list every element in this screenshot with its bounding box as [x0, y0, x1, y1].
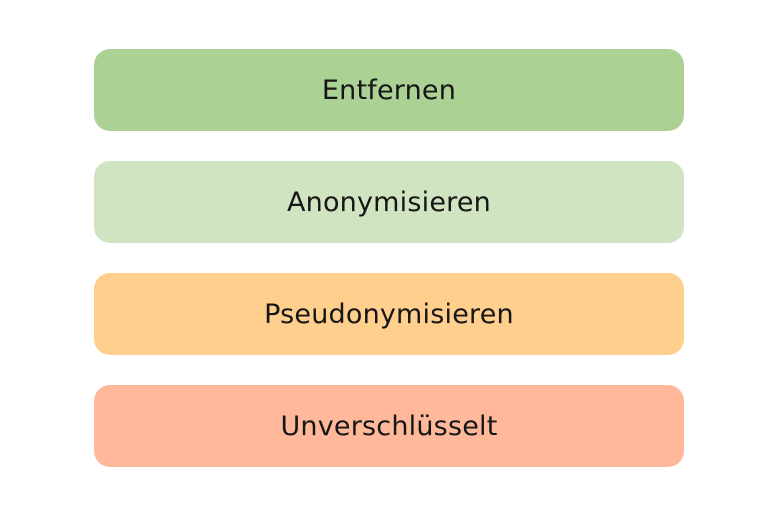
- level-entfernen: Entfernen: [94, 49, 684, 131]
- level-label: Anonymisieren: [286, 186, 491, 218]
- level-pseudonymisieren: Pseudonymisieren: [94, 273, 684, 355]
- level-unverschluesselt: Unverschlüsselt: [94, 385, 684, 467]
- level-anonymisieren: Anonymisieren: [94, 161, 684, 243]
- level-label: Pseudonymisieren: [264, 298, 514, 330]
- level-label: Entfernen: [321, 74, 457, 106]
- level-label: Unverschlüsselt: [280, 410, 498, 442]
